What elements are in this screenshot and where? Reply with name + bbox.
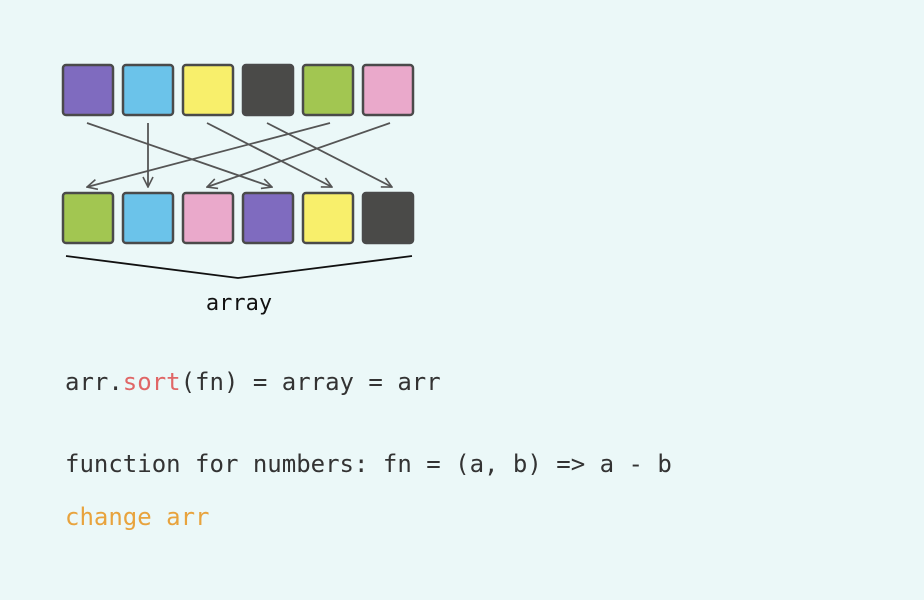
arrow-pink: [207, 122, 391, 187]
original-square-dark: [241, 63, 295, 117]
original-square-pink: [361, 63, 415, 117]
arrow-yellow: [206, 122, 332, 187]
original-square-purple: [61, 63, 115, 117]
original-square-green: [301, 63, 355, 117]
original-square-blue: [121, 63, 175, 117]
sort-diagram: array: [61, 63, 415, 316]
sort-expression: arr.sort(fn) = array = arr: [65, 367, 441, 397]
sort-method-name: sort: [122, 368, 181, 396]
arrow-dark: [266, 122, 392, 187]
reorder-arrows: [86, 122, 392, 187]
sorted-square-green: [61, 191, 115, 245]
array-brace: [65, 255, 413, 279]
original-array-row: [61, 63, 415, 117]
sorted-square-yellow: [301, 191, 355, 245]
arrow-purple: [86, 122, 272, 187]
arrow-green: [87, 122, 331, 187]
sorted-square-dark: [361, 191, 415, 245]
sorted-square-pink: [181, 191, 235, 245]
array-label: array: [206, 291, 272, 316]
sort-expression-suffix: (fn) = array = arr: [180, 368, 441, 396]
sorted-array-row: [61, 191, 415, 245]
mutation-note: change arr: [65, 503, 210, 531]
original-square-yellow: [181, 63, 235, 117]
sort-expression-prefix: arr.: [65, 368, 123, 396]
sorted-square-blue: [121, 191, 175, 245]
compare-function-note: function for numbers: fn = (a, b) => a -…: [65, 450, 672, 478]
sorted-square-purple: [241, 191, 295, 245]
